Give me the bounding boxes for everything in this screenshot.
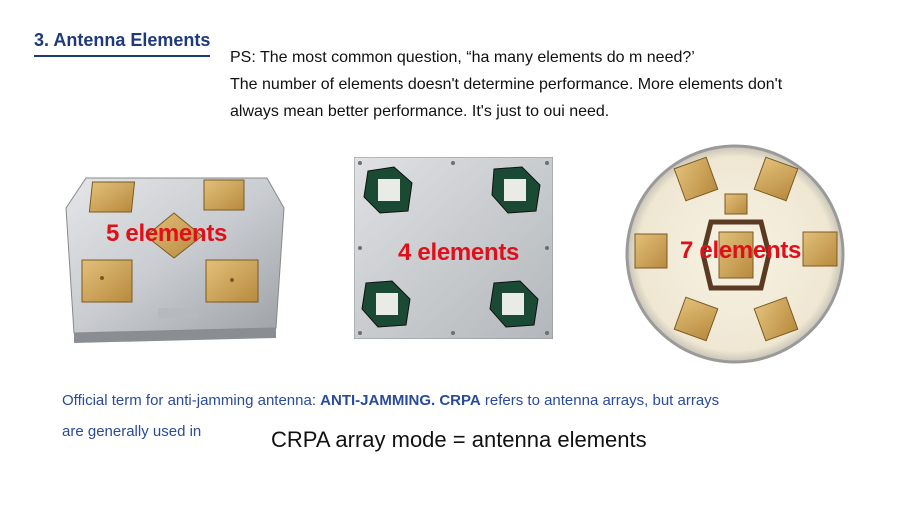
footer-line-1-bold: ANTI-JAMMING. CRPA <box>320 392 481 409</box>
intro-line-1: PS: The most common question, “ha many e… <box>230 49 695 66</box>
intro-line-3: always mean better performance. It's jus… <box>230 103 610 120</box>
intro-text: PS: The most common question, “ha many e… <box>230 44 782 125</box>
caption-7-elements: 7 elements <box>680 237 802 264</box>
caption-5-elements: 5 elements <box>106 220 228 247</box>
antenna-7-elements-image <box>625 144 845 364</box>
footer-line-1-suffix: refers to antenna arrays, but arrays <box>480 392 720 409</box>
antenna-photo-4-elements: 4 elements <box>354 157 553 339</box>
footer-line-1-prefix: Official term for anti-jamming antenna: <box>62 392 321 409</box>
footer-line-2: are generally used in <box>62 423 202 440</box>
antenna-photo-7-elements: 7 elements <box>623 142 847 366</box>
intro-line-2: The number of elements doesn't determine… <box>230 76 783 93</box>
footer-line-1: Official term for anti-jamming antenna: … <box>62 392 719 409</box>
section-title: 3. Antenna Elements <box>34 30 211 57</box>
antenna-4-elements-image <box>354 157 553 339</box>
caption-4-elements: 4 elements <box>398 239 520 266</box>
antenna-5-elements-image <box>65 177 285 343</box>
antenna-photo-5-elements: 5 elements <box>62 168 287 343</box>
formula-text: CRPA array mode = antenna elements <box>271 427 647 452</box>
